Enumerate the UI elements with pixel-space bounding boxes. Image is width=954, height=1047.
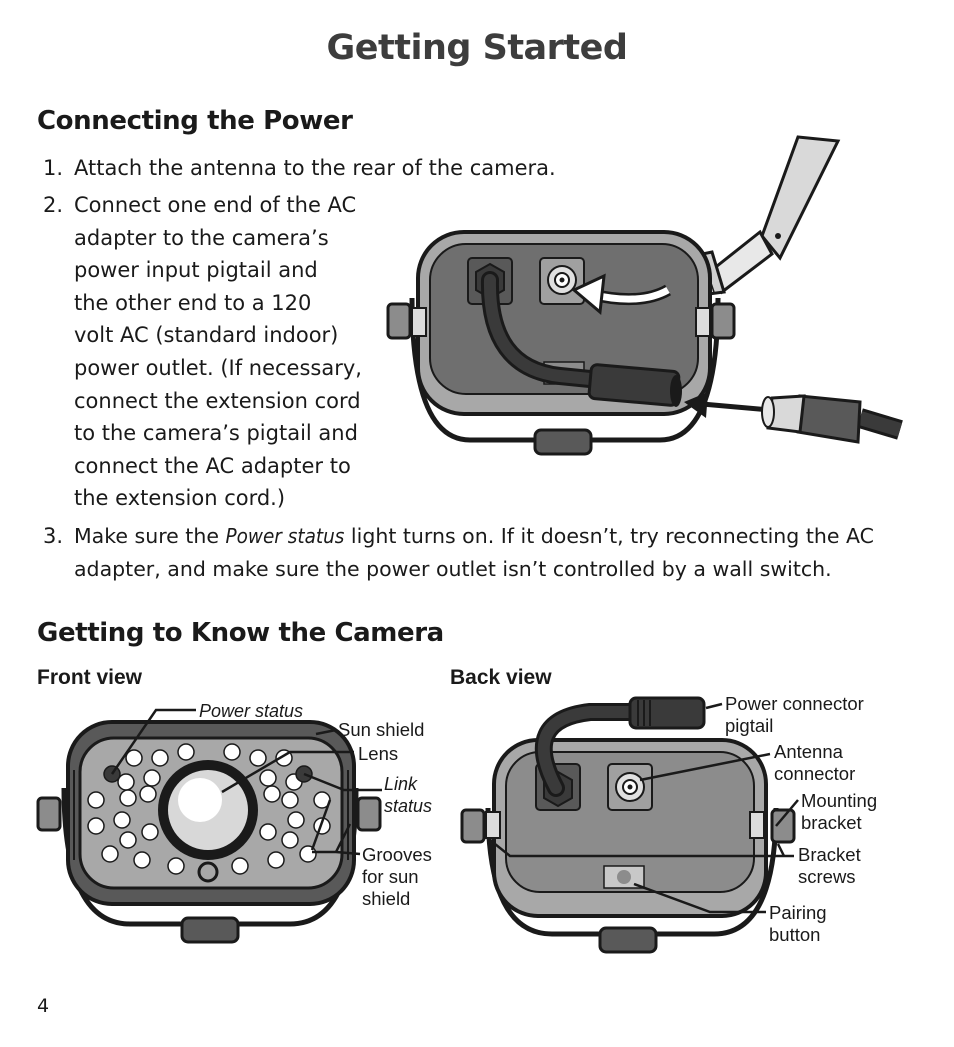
back-view-illustration [460, 696, 799, 954]
callout-mounting-bracket: Mounting bracket [801, 790, 878, 833]
callout-lens: Lens [358, 743, 399, 764]
step-number: 1. [43, 156, 64, 180]
step-number: 2. [43, 193, 64, 217]
step-text-line: adapter to the camera’s [74, 225, 329, 250]
power-connection-illustration [386, 135, 903, 456]
callout-antenna-connector: Antenna connector [774, 741, 856, 784]
callout-power-status: Power status [199, 701, 304, 721]
step-text-line: power outlet. (If necessary, [74, 355, 362, 380]
page-number: 4 [37, 995, 50, 1017]
step-text: light turns on. If it doesn’t, try recon… [344, 524, 874, 548]
step-text-line: the other end to a 120 [74, 290, 312, 315]
callout-power-connector: Power connector pigtail [725, 693, 864, 736]
front-view-illustration [36, 708, 382, 944]
front-view-label: Front view [37, 666, 143, 689]
callout-pairing-button: Pairing button [769, 902, 827, 945]
callout-bracket-screws: Bracket screws [798, 844, 861, 887]
page-title: Getting Started [326, 28, 628, 68]
power-status-term: Power status [225, 524, 345, 548]
step-text: Attach the antenna to the rear of the ca… [74, 156, 556, 180]
step-text-line: volt AC (standard indoor) [74, 323, 339, 348]
step-text-line: to the camera’s pigtail and [74, 421, 358, 446]
step-text-line: Connect one end of the AC [74, 193, 357, 217]
step-text: Make sure the [74, 524, 226, 548]
step-text-line: connect the AC adapter to [74, 453, 351, 478]
callout-grooves: Grooves for sun shield [362, 844, 432, 909]
section-heading-power: Connecting the Power [37, 106, 353, 136]
callout-link-status: Link status [384, 774, 433, 816]
back-view-label: Back view [450, 666, 552, 689]
step-number: 3. [43, 524, 64, 548]
callout-sun-shield: Sun shield [338, 719, 425, 740]
step-text: adapter, and make sure the power outlet … [74, 556, 832, 581]
step-text-line: power input pigtail and [74, 258, 318, 283]
step-text-line: the extension cord.) [74, 486, 286, 511]
section-heading-camera: Getting to Know the Camera [37, 618, 444, 648]
step-text-line: connect the extension cord [74, 388, 361, 413]
